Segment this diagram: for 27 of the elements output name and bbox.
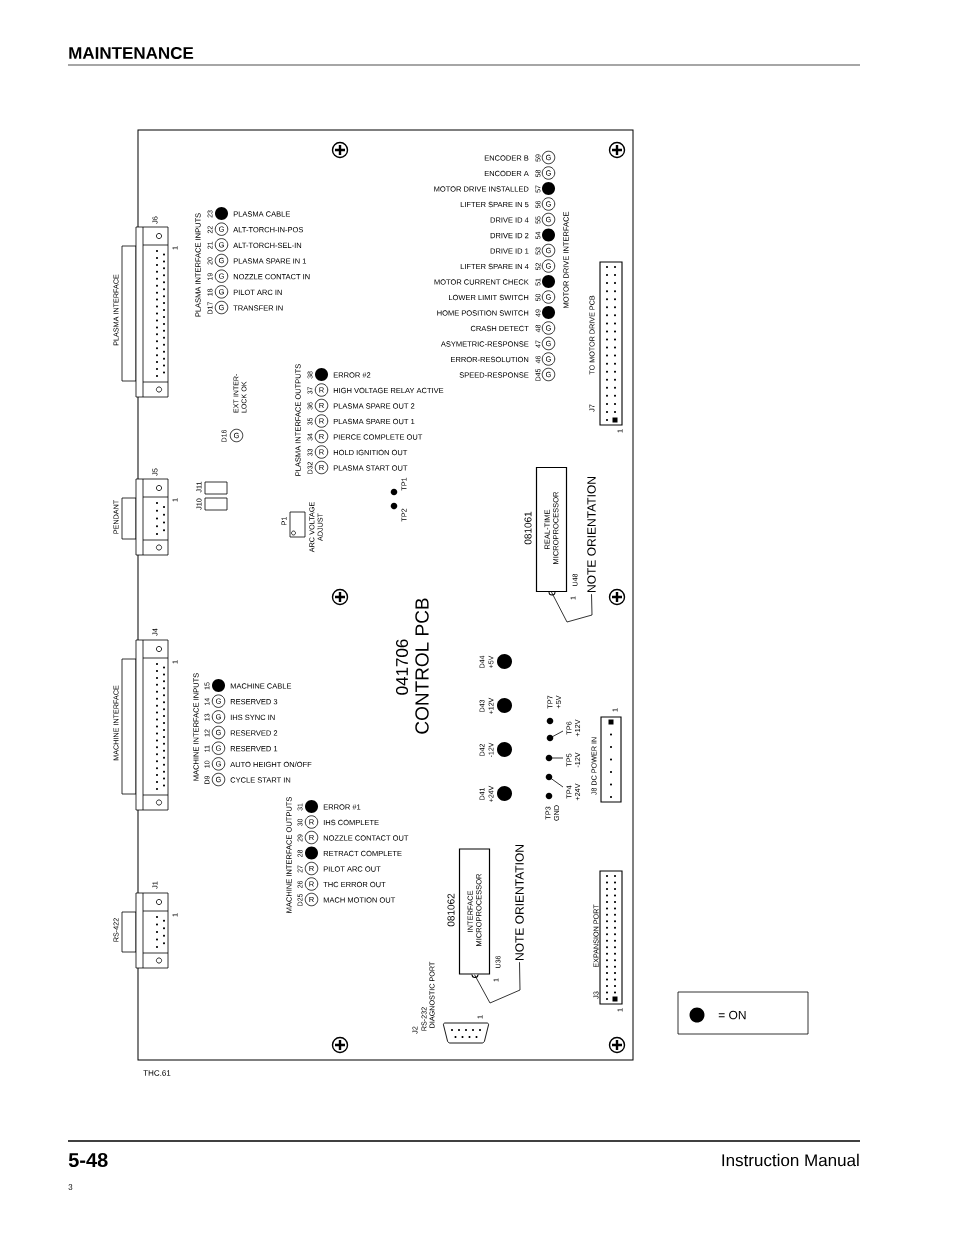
led-indicator <box>305 800 318 813</box>
led-indicator <box>212 679 225 692</box>
led-indicator <box>497 698 512 713</box>
led-indicator <box>497 742 512 757</box>
page-footer: 3 <box>68 1184 73 1190</box>
part-number: 081061 <box>524 511 532 545</box>
part-number: 081062 <box>447 893 455 927</box>
led-indicator <box>542 182 555 195</box>
led-indicator <box>215 207 228 220</box>
part-number: 041706 <box>396 639 409 695</box>
leader-line <box>551 591 593 623</box>
page-number: 5-48 <box>68 1152 108 1168</box>
led-indicator <box>497 654 512 669</box>
board-name: CONTROL PCB <box>415 598 429 734</box>
led-indicator <box>305 846 318 860</box>
led-indicator <box>497 786 512 801</box>
led-indicator <box>542 228 555 242</box>
led-indicator <box>315 368 328 381</box>
note-text: NOTE ORIENTATION <box>587 477 596 592</box>
legend-label: = ON <box>718 1010 746 1020</box>
leader-line <box>474 961 521 1004</box>
note-text: NOTE ORIENTATION <box>515 845 524 960</box>
figure-code: THC.61 <box>143 1070 171 1076</box>
led-indicator <box>542 306 555 319</box>
led-indicator <box>542 275 555 288</box>
manual-title: Instruction Manual <box>722 1153 859 1167</box>
page-heading: MAINTENANCE <box>69 47 194 60</box>
